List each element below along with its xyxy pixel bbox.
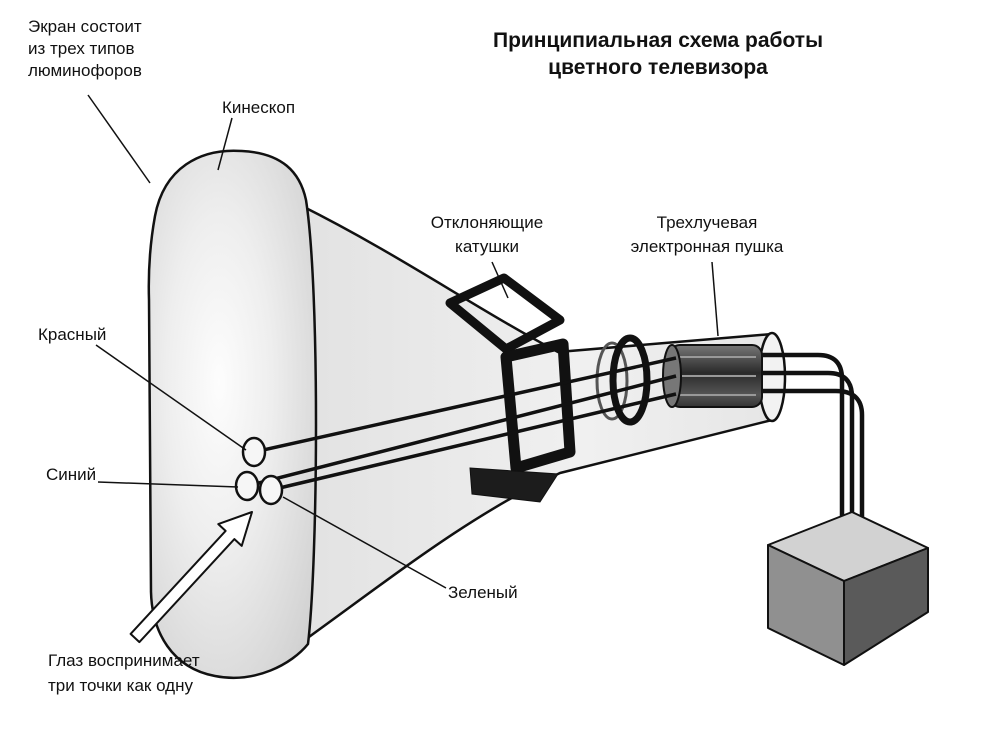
- electron-gun-label-line1: Трехлучевая: [657, 213, 758, 232]
- electron-beam-blue: [246, 374, 677, 488]
- eye-note-line2: три точки как одну: [48, 676, 193, 695]
- electron-beam-green: [270, 392, 677, 492]
- screen-label-line3: люминофоров: [28, 61, 142, 80]
- diagram-title-line1: Принципиальная схема работы: [493, 29, 823, 52]
- electron-gun-label-line2: электронная пушка: [631, 237, 784, 256]
- phosphor-dot-red: [241, 436, 267, 468]
- green-dot-label: Зеленый: [448, 583, 518, 602]
- wire-1: [762, 352, 845, 548]
- red-dot-label: Красный: [38, 325, 106, 344]
- focus-ring: [609, 334, 651, 426]
- eye-note-line1: Глаз воспринимает: [48, 651, 200, 670]
- leader-green: [282, 496, 447, 589]
- deflection-coils-label-line1: Отклоняющие: [431, 213, 543, 232]
- leader-blue: [97, 481, 239, 488]
- phosphor-dot-blue: [234, 470, 260, 502]
- electronics-box-side: [843, 547, 929, 666]
- focus-ring-inner: [595, 341, 629, 421]
- leader-kinescope: [217, 117, 233, 171]
- screen-label-line2: из трех типов: [28, 39, 135, 58]
- wire-3: [762, 388, 865, 562]
- deflection-coil-underband: [469, 467, 559, 503]
- crt-funnel: [298, 203, 774, 644]
- screen-label-line1: Экран состоит: [28, 17, 142, 36]
- kinescope-label: Кинескоп: [222, 98, 295, 117]
- electron-beam-red: [253, 356, 677, 454]
- diagram-title-line2: цветного телевизора: [548, 56, 768, 79]
- crt-screen: [147, 149, 318, 680]
- leader-screen: [87, 94, 151, 184]
- eye-arrow: [129, 511, 253, 644]
- leader-coils: [491, 261, 509, 299]
- leader-gun: [711, 261, 719, 337]
- leader-red: [95, 344, 247, 451]
- phosphor-dot-green: [258, 474, 284, 506]
- deflection-coils-label-line2: катушки: [455, 237, 519, 256]
- blue-dot-label: Синий: [46, 465, 96, 484]
- deflection-coil-upper: [445, 273, 565, 354]
